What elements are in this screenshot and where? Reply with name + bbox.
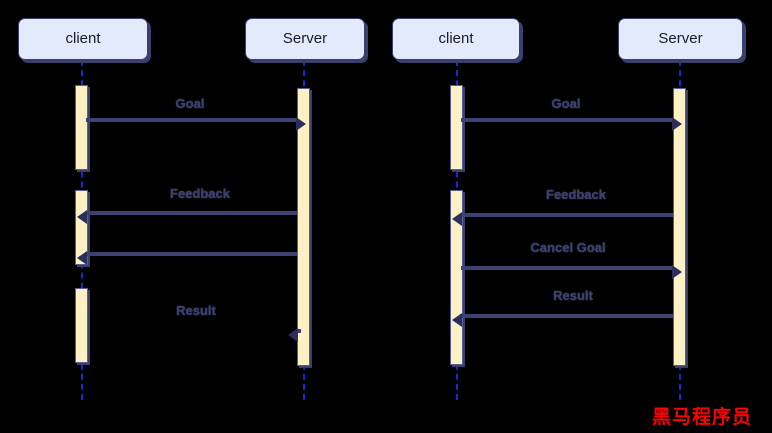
server-participant-label: Server bbox=[658, 30, 703, 47]
client-activation-3 bbox=[75, 288, 88, 363]
message-goal[interactable] bbox=[86, 117, 306, 131]
client-participant-label: client bbox=[65, 30, 101, 47]
client-participant-label: client bbox=[438, 30, 474, 47]
server-participant[interactable]: Server bbox=[618, 18, 743, 60]
message-result-label: Result bbox=[176, 303, 216, 318]
client-activation-1 bbox=[450, 85, 463, 170]
message-result-arrowhead bbox=[452, 313, 462, 327]
message-goal[interactable] bbox=[461, 117, 682, 131]
message-feedback-arrowhead bbox=[452, 212, 462, 226]
message-feedback[interactable] bbox=[452, 212, 673, 226]
message-feedback-1-arrowhead bbox=[77, 210, 87, 224]
watermark-text: 黑马程序员 bbox=[652, 407, 753, 428]
message-feedback-1[interactable] bbox=[77, 210, 297, 224]
server-activation-1 bbox=[297, 88, 310, 366]
client-participant[interactable]: client bbox=[392, 18, 520, 60]
message-goal-arrowhead bbox=[672, 117, 682, 131]
client-participant[interactable]: client bbox=[18, 18, 148, 60]
server-participant[interactable]: Server bbox=[245, 18, 365, 60]
message-cancel-goal[interactable] bbox=[461, 265, 682, 279]
message-result-label: Result bbox=[553, 288, 593, 303]
message-result[interactable] bbox=[288, 328, 301, 342]
message-cancel-goal-label: Cancel Goal bbox=[530, 240, 606, 255]
message-cancel-goal-arrowhead bbox=[672, 265, 682, 279]
message-feedback-2[interactable] bbox=[77, 251, 297, 265]
server-activation-1 bbox=[673, 88, 686, 366]
message-feedback-2-arrowhead bbox=[77, 251, 87, 265]
message-goal-label: Goal bbox=[175, 96, 205, 111]
message-feedback-label: Feedback bbox=[546, 187, 606, 202]
message-result-arrowhead bbox=[288, 328, 298, 342]
message-feedback-1-label: Feedback bbox=[170, 186, 230, 201]
message-result[interactable] bbox=[452, 313, 673, 327]
client-activation-1 bbox=[75, 85, 88, 170]
server-participant-label: Server bbox=[282, 30, 328, 47]
message-goal-arrowhead bbox=[296, 117, 306, 131]
message-goal-label: Goal bbox=[551, 96, 581, 111]
